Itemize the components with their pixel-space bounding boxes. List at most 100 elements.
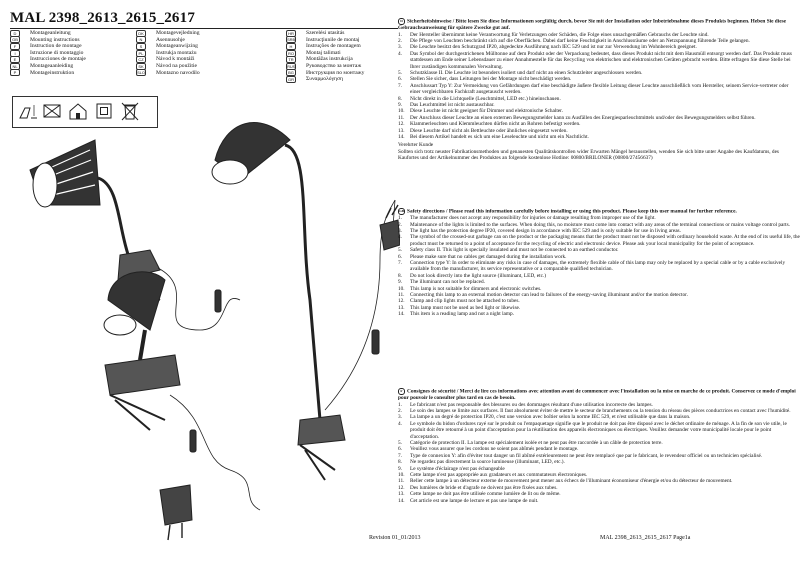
list-item-text: Safety class II. This light is specially…	[410, 247, 619, 254]
list-item: 10.Diese Leuchte ist nicht geeignet für …	[398, 108, 800, 114]
list-item-text: Cette lampe n'est pas appropriée aux gra…	[410, 472, 588, 478]
list-item-number: 1.	[398, 401, 402, 408]
list-item-text: The light has the protection degree IP20…	[410, 227, 681, 234]
list-item-number: 7.	[398, 82, 402, 89]
list-item: 14.This item is a reading lamp and not a…	[398, 311, 800, 317]
list-item-number: 9.	[398, 279, 402, 286]
language-label: Instrucţiunile de montaj	[306, 36, 360, 43]
list-item-number: 12.	[398, 121, 405, 128]
plug-bottom	[159, 484, 193, 541]
language-label: Montageaanleiding	[30, 62, 74, 69]
list-item: 2. Die Pflege von Leuchten beschränkt sic…	[398, 38, 800, 44]
list-item-text: Maintenance of the lights is limited to …	[410, 221, 791, 228]
list-item-number: 3.	[398, 44, 402, 51]
list-item-number: 2.	[398, 37, 402, 44]
list-item-text: Klammerleuchten und Klemmleuchten dürfen…	[410, 121, 581, 128]
language-label: Návod na použitie	[156, 62, 198, 69]
language-label: Montazno navodilo	[156, 69, 200, 76]
list-item-text: Schutzklasse II. Die Leuchte ist besonde…	[410, 69, 643, 76]
language-code-badge: HR	[286, 29, 296, 37]
list-item-text: Der Anschluss dieser Leuchte an einen ex…	[410, 114, 756, 121]
list-item: 6.Stellen Sie sicher, dass Leitungen bei…	[398, 76, 800, 82]
language-code-badge: PL	[136, 49, 146, 57]
list-item: 11.Connecting this lamp to an external m…	[398, 292, 800, 298]
list-item-text: La lampe a un degré de protection IP20, …	[410, 414, 691, 421]
list-item-number: 11.	[398, 114, 405, 121]
list-item-number: 13.	[398, 491, 405, 498]
list-item-number: 14.	[398, 311, 405, 318]
list-item: 8.Do not look directly into the light so…	[398, 273, 800, 279]
list-item: 13.Cette lampe ne doit pas être utilisée…	[398, 491, 800, 497]
language-label: Montāžas instrukcija	[306, 56, 353, 63]
revision-label: Revision 01_01/2013	[369, 535, 421, 541]
list-item: 3.La lampe a un degré de protection IP20…	[398, 414, 800, 420]
list-item: 9.The illuminant can not be replaced.	[398, 279, 800, 285]
list-item-text: Die Pflege von Leuchten beschränkt sich …	[410, 37, 750, 44]
list-item-number: 11.	[398, 292, 405, 298]
list-item-number: 3.	[398, 227, 402, 234]
language-code-badge: F	[10, 42, 20, 50]
language-code-badge: SRB	[286, 36, 296, 44]
german-heading: Sicherheitshinweise / Bitte lesen Sie di…	[398, 18, 786, 32]
list-item-text: Please make sure that no cables get dama…	[410, 253, 567, 260]
list-item-number: 13.	[398, 127, 405, 134]
list-item-number: 9.	[398, 465, 402, 472]
list-item-text: Ne regardez pas directement la source lu…	[410, 459, 565, 466]
language-code-badge: P	[10, 69, 20, 77]
list-item-text: Catégorie de protection II. La lampe est…	[410, 439, 663, 446]
list-item-number: 8.	[398, 272, 402, 279]
list-item: 1.Le fabricant n'est pas responsable des…	[398, 402, 800, 408]
list-item-text: Des lumières de bride et d'agrafe ne doi…	[410, 484, 558, 491]
language-code-badge: RO	[286, 49, 296, 57]
english-flag-icon: GB	[398, 208, 405, 215]
french-flag-icon: F	[398, 388, 405, 395]
list-item: 9.Das Leuchtmittel ist nicht austauschba…	[398, 102, 800, 108]
language-code-badge: S	[136, 42, 146, 50]
list-item-number: 10.	[398, 472, 405, 478]
list-item-text: Der Hersteller übernimmt keine Verantwor…	[410, 31, 709, 38]
language-code-badge: RUS	[286, 62, 296, 70]
german-list: 1.Der Hersteller übernimmt keine Verantw…	[398, 32, 800, 141]
language-code-badge: I	[10, 49, 20, 57]
language-label: Montageinstruktion	[30, 69, 75, 76]
list-item: 1.The manufacturer does not accept any r…	[398, 215, 800, 221]
language-code-badge: GB	[10, 36, 20, 44]
language-code-badge: E	[10, 56, 20, 64]
list-item-number: 13.	[398, 304, 405, 311]
list-item-text: Nicht direkt in die Lichtquelle (Leuchtm…	[410, 95, 561, 102]
list-item-number: 14.	[398, 497, 405, 504]
list-item-text: Veuillez vous assurer que les cordons ne…	[410, 446, 579, 453]
page-footer: MAL 2398_2613_2615_2617 Page1a	[600, 535, 691, 541]
language-label: Montagevejledning	[156, 30, 200, 36]
language-entry: SRB Instrucţiunile de montaj	[286, 36, 416, 44]
list-item-number: 7.	[398, 452, 402, 459]
list-item: 8.Nicht direkt in die Lichtquelle (Leuch…	[398, 96, 800, 102]
language-code-badge: NL	[10, 62, 20, 70]
language-label: Instrukja montażu	[156, 49, 197, 56]
language-label: Návod k montáži	[156, 56, 195, 63]
list-item-number: 4.	[398, 234, 402, 241]
list-item: 1.Der Hersteller übernimmt keine Verantw…	[398, 32, 800, 38]
language-label: Mounting instructions	[30, 36, 80, 43]
list-item: 5.Catégorie de protection II. La lampe e…	[398, 440, 800, 446]
german-note-title: Verehrter Kunde	[398, 142, 434, 149]
list-item: 10.This lamp is not suitable for dimmers…	[398, 286, 800, 292]
list-item-number: 14.	[398, 134, 405, 141]
list-item: 11. Der Anschluss dieser Leuchte an einen…	[398, 115, 800, 121]
list-item: 2.Le soin des lampes se limite aux surfa…	[398, 408, 800, 414]
language-code-badge: BG	[286, 69, 296, 77]
list-item-text: Stellen Sie sicher, dass Leitungen bei d…	[410, 76, 572, 83]
list-item-number: 5.	[398, 247, 402, 254]
language-entry: NL Montageaanleiding	[10, 62, 140, 70]
list-item-text: Diese Leuchte ist nicht geeignet für Dim…	[410, 108, 563, 115]
